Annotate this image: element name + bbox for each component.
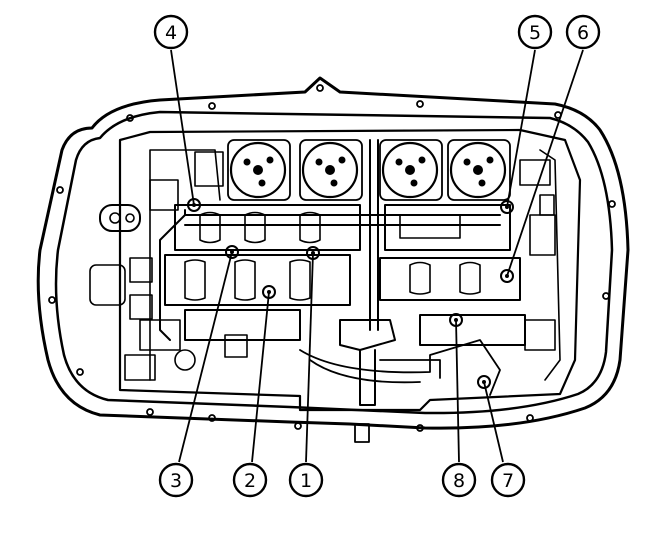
callout-7: 7 — [490, 462, 526, 498]
leader-lines — [170, 49, 584, 463]
callouts: 1 2 3 4 5 6 7 8 — [153, 14, 601, 498]
solenoid-4 — [447, 139, 511, 201]
valve-spools — [164, 204, 526, 346]
callout-8-label: 8 — [453, 470, 465, 492]
callout-4: 4 — [153, 14, 189, 50]
callout-2: 2 — [232, 462, 268, 498]
solenoid-2 — [299, 139, 363, 201]
callout-8: 8 — [441, 462, 477, 498]
callout-2-label: 2 — [244, 470, 256, 492]
callout-4-label: 4 — [165, 22, 177, 44]
callout-6-label: 6 — [577, 22, 589, 44]
solenoids — [227, 139, 511, 201]
callout-5-label: 5 — [529, 22, 541, 44]
pan-outline — [36, 76, 630, 432]
solenoid-1 — [227, 139, 291, 201]
callout-1: 1 — [288, 462, 324, 498]
callout-3: 3 — [158, 462, 194, 498]
wiring-harness — [159, 139, 501, 443]
callout-1-label: 1 — [300, 470, 312, 492]
callout-3-label: 3 — [170, 470, 182, 492]
callout-7-label: 7 — [502, 470, 514, 492]
callout-6: 6 — [565, 14, 601, 50]
callout-5: 5 — [517, 14, 553, 50]
solenoid-3 — [379, 139, 443, 201]
bolt-holes — [48, 84, 616, 432]
